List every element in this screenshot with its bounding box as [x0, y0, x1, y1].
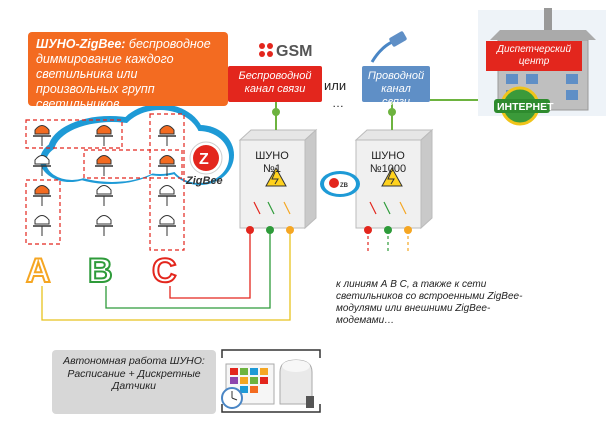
- group-column-right: [149, 113, 185, 251]
- svg-text:GSM: GSM: [276, 43, 312, 60]
- wire-line-a: [41, 232, 291, 321]
- group-column-left: [25, 179, 61, 245]
- schedule-sensor-icons: [221, 349, 321, 413]
- lamp-groups: [25, 113, 185, 251]
- dispatch-center-label: Диспетчерский центр: [486, 41, 582, 71]
- or-label: или: [324, 78, 347, 93]
- lamp-icon: [33, 185, 51, 206]
- cabinet-1000: [354, 128, 434, 252]
- lamp-icon: [33, 125, 51, 146]
- light-sensor-icon: [279, 359, 314, 408]
- group-row-middle: [83, 149, 183, 179]
- lamp-icon: [158, 155, 176, 176]
- line-b-label: B: [88, 252, 113, 290]
- clock-icon: [221, 387, 243, 409]
- wire-line-b: [105, 232, 271, 309]
- ellipsis-label: …: [332, 96, 345, 110]
- cabinet-1-number: №1: [263, 163, 281, 175]
- line-c-label: C: [152, 252, 177, 290]
- cabinet-1-title: ШУНО №1: [242, 150, 302, 176]
- svg-text:Z: Z: [199, 151, 209, 168]
- lamp-icon: [158, 215, 176, 236]
- internet-globe-icon: ИНТЕРНЕТ: [494, 86, 554, 126]
- lines-note: к линиям А В С, а также к сети светильни…: [336, 279, 523, 326]
- zigbee-logo-text: ZigBee: [185, 175, 223, 187]
- cabinet-1000-name: ШУНО: [371, 150, 405, 162]
- callout-text: беспроводное диммирование каждого светил…: [36, 37, 211, 111]
- zigbee-callout: ШУНО-ZigBee: беспроводное диммирование к…: [28, 32, 228, 111]
- callout-title: ШУНО-ZigBee:: [36, 37, 126, 51]
- ethernet-plug-icon: [370, 31, 407, 63]
- cabinet-1000-number: №1000: [369, 163, 407, 175]
- zigbee-logo: Z ZigBee: [185, 141, 223, 187]
- cabinet-1-name: ШУНО: [255, 150, 289, 162]
- wire-line-c: [169, 232, 251, 299]
- lamp-icon: [158, 185, 176, 206]
- line-a-label: A: [26, 252, 51, 290]
- group-row-top: [25, 119, 123, 149]
- zigbee-cloud-small: ZB: [320, 171, 360, 197]
- lamp-icon: [95, 215, 113, 236]
- lamp-icon: [33, 215, 51, 236]
- lamp-icon: [95, 125, 113, 146]
- svg-text:ZB: ZB: [340, 183, 349, 189]
- lamps: [33, 125, 176, 236]
- lamp-icon: [95, 155, 113, 176]
- lamp-icon: [33, 155, 51, 176]
- cabinet-1000-title: ШУНО №1000: [358, 150, 418, 176]
- gsm-logo: GSM: [259, 43, 312, 60]
- cabinet-1: [238, 128, 318, 234]
- lamp-icon: [95, 185, 113, 206]
- autonomous-mode-box: Автономная работа ШУНО: Расписание + Дис…: [52, 350, 216, 414]
- lamp-icon: [158, 125, 176, 146]
- wired-channel-box: Проводной канал связи: [362, 66, 430, 108]
- internet-label: ИНТЕРНЕТ: [497, 101, 554, 113]
- wireless-channel-box: Беспроводной канал связи: [228, 66, 322, 102]
